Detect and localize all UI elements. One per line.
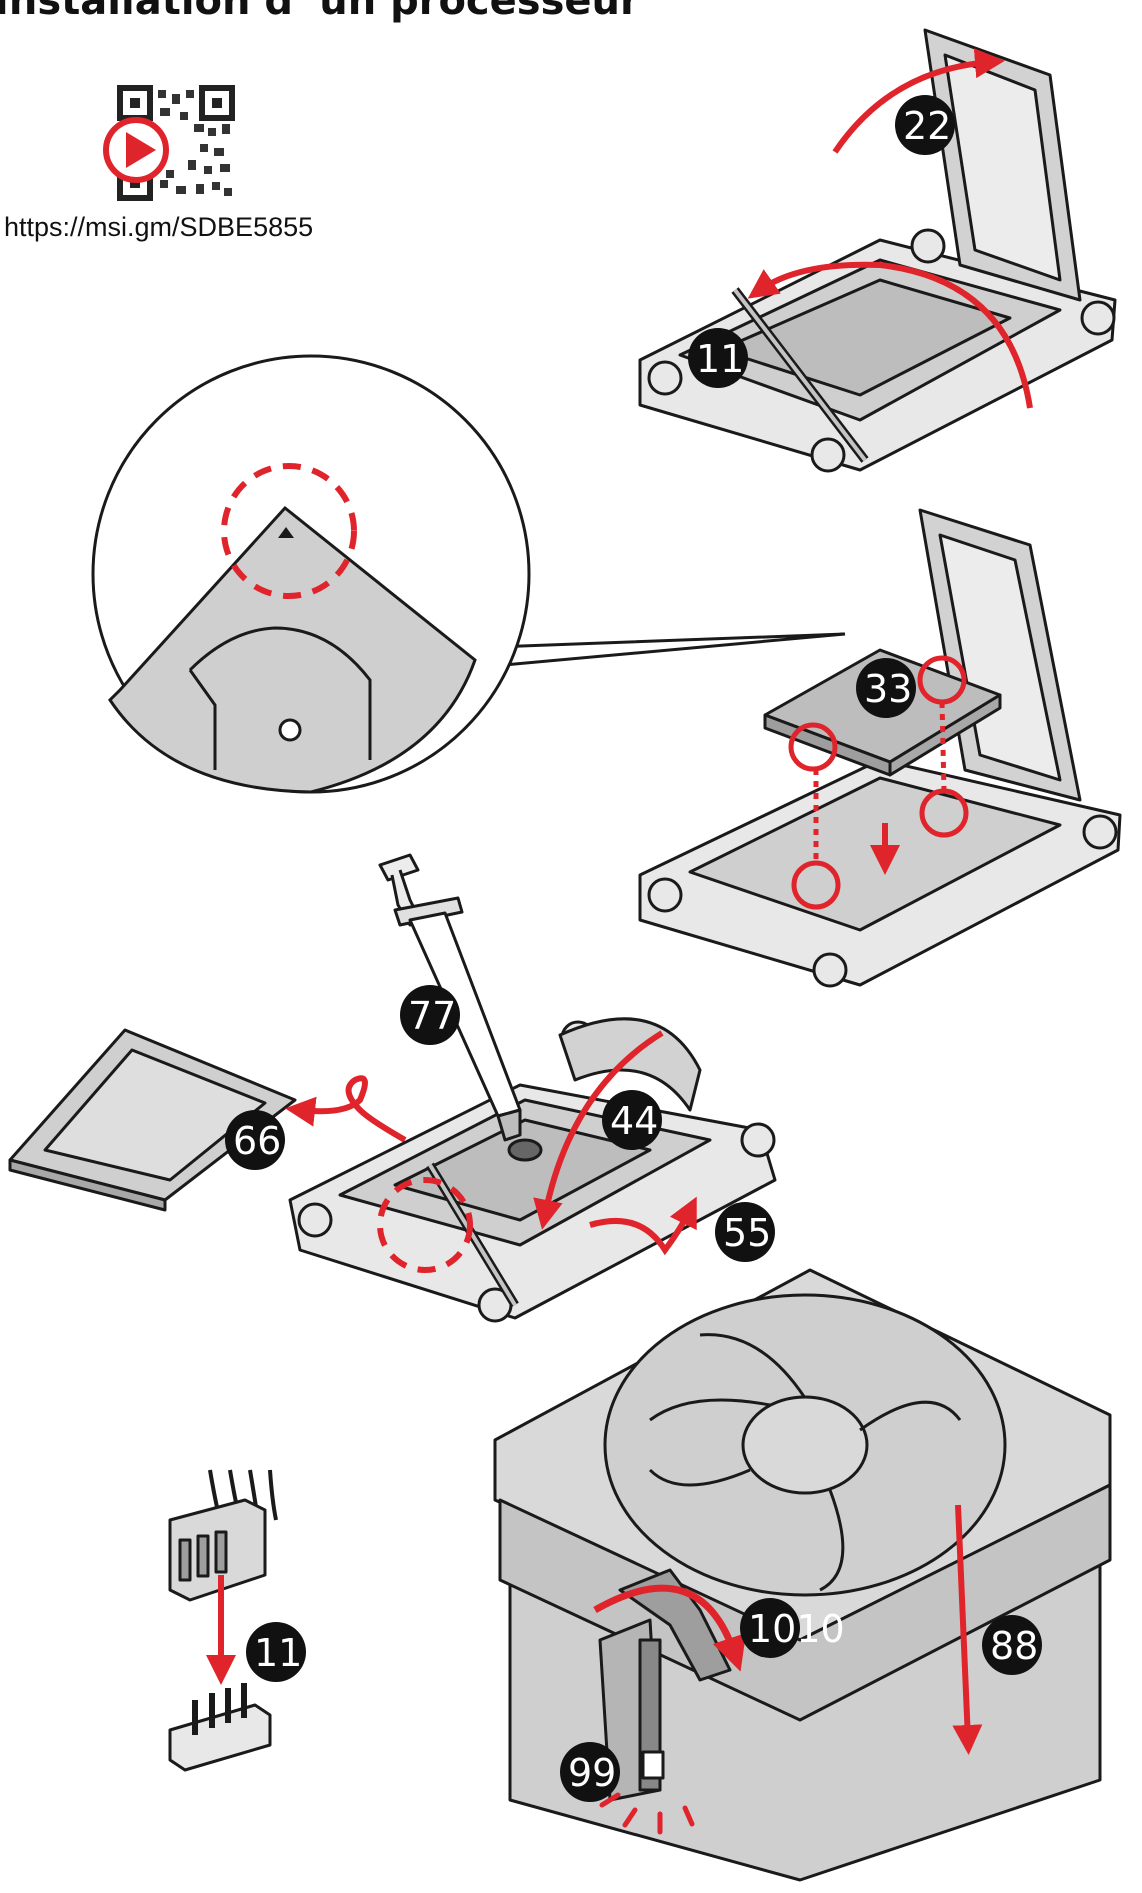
socket-close <box>288 1017 777 1323</box>
page-title: Installation d' un processeur <box>0 0 640 24</box>
step-number: 1010 <box>748 1607 845 1651</box>
step-badge: 66 <box>225 1110 285 1170</box>
arrow-raise-lever <box>747 261 1033 409</box>
step-badge-circle <box>560 1742 620 1802</box>
step-badge-circle <box>895 95 955 155</box>
step-badge: 1010 <box>740 1598 845 1658</box>
step-badge: 44 <box>602 1090 662 1150</box>
fan-connector <box>168 1469 278 1772</box>
socket-open-lid <box>638 28 1117 473</box>
retention-hook-highlight <box>377 1177 473 1273</box>
step-number: 22 <box>903 104 951 148</box>
socket-cover <box>8 1028 297 1212</box>
step-number: 11 <box>254 1631 302 1675</box>
step-badge-circle <box>225 1110 285 1170</box>
alignment-mark-highlight <box>221 463 357 599</box>
step-badge: 22 <box>895 95 955 155</box>
thermal-paste-syringe <box>378 853 543 1162</box>
step-badge-circle <box>740 1598 800 1658</box>
step-number: 55 <box>723 1211 771 1255</box>
step-number: 44 <box>610 1099 658 1143</box>
socket-insert-cpu <box>638 508 1122 988</box>
step-number: 77 <box>408 994 456 1038</box>
arrow-lower-lever <box>533 1030 664 1230</box>
arrow-lock-lever <box>589 1196 697 1256</box>
step-badge-circle <box>602 1090 662 1150</box>
step-badge-circle <box>688 328 748 388</box>
step-badge-circle <box>715 1202 775 1262</box>
arrow-close-clip <box>593 1584 747 1672</box>
step-badge: 11 <box>688 328 748 388</box>
step-badge-circle <box>856 658 916 718</box>
step-number: 11 <box>696 337 744 381</box>
step-number: 33 <box>864 667 912 711</box>
step-badge: 77 <box>400 985 460 1045</box>
alignment-keys <box>788 655 969 910</box>
qr-code-icon[interactable] <box>103 85 235 201</box>
step-badge-circle <box>246 1622 306 1682</box>
step-number: 88 <box>990 1624 1038 1668</box>
step-badge: 11 <box>246 1622 306 1682</box>
arrow-remove-cover <box>285 1075 407 1143</box>
video-link[interactable]: https://msi.gm/SDBE5855 <box>4 212 314 242</box>
step-badge-circle <box>982 1615 1042 1675</box>
step-badge: 33 <box>856 658 916 718</box>
hook-click-lines <box>599 1792 695 1835</box>
zoom-inset <box>91 354 846 794</box>
step-badge: 99 <box>560 1742 620 1802</box>
step-badge-circle <box>400 985 460 1045</box>
step-badges: 11 22 33 44 55 66 77 88 99 1010 11 <box>225 95 1042 1802</box>
play-icon <box>103 117 169 183</box>
arrow-open-lid <box>832 48 1005 154</box>
arrow-mount-cooler <box>952 1504 983 1755</box>
step-number: 66 <box>233 1119 281 1163</box>
step-badge: 55 <box>715 1202 775 1262</box>
step-number: 99 <box>568 1751 616 1795</box>
step-badge: 88 <box>982 1615 1042 1675</box>
